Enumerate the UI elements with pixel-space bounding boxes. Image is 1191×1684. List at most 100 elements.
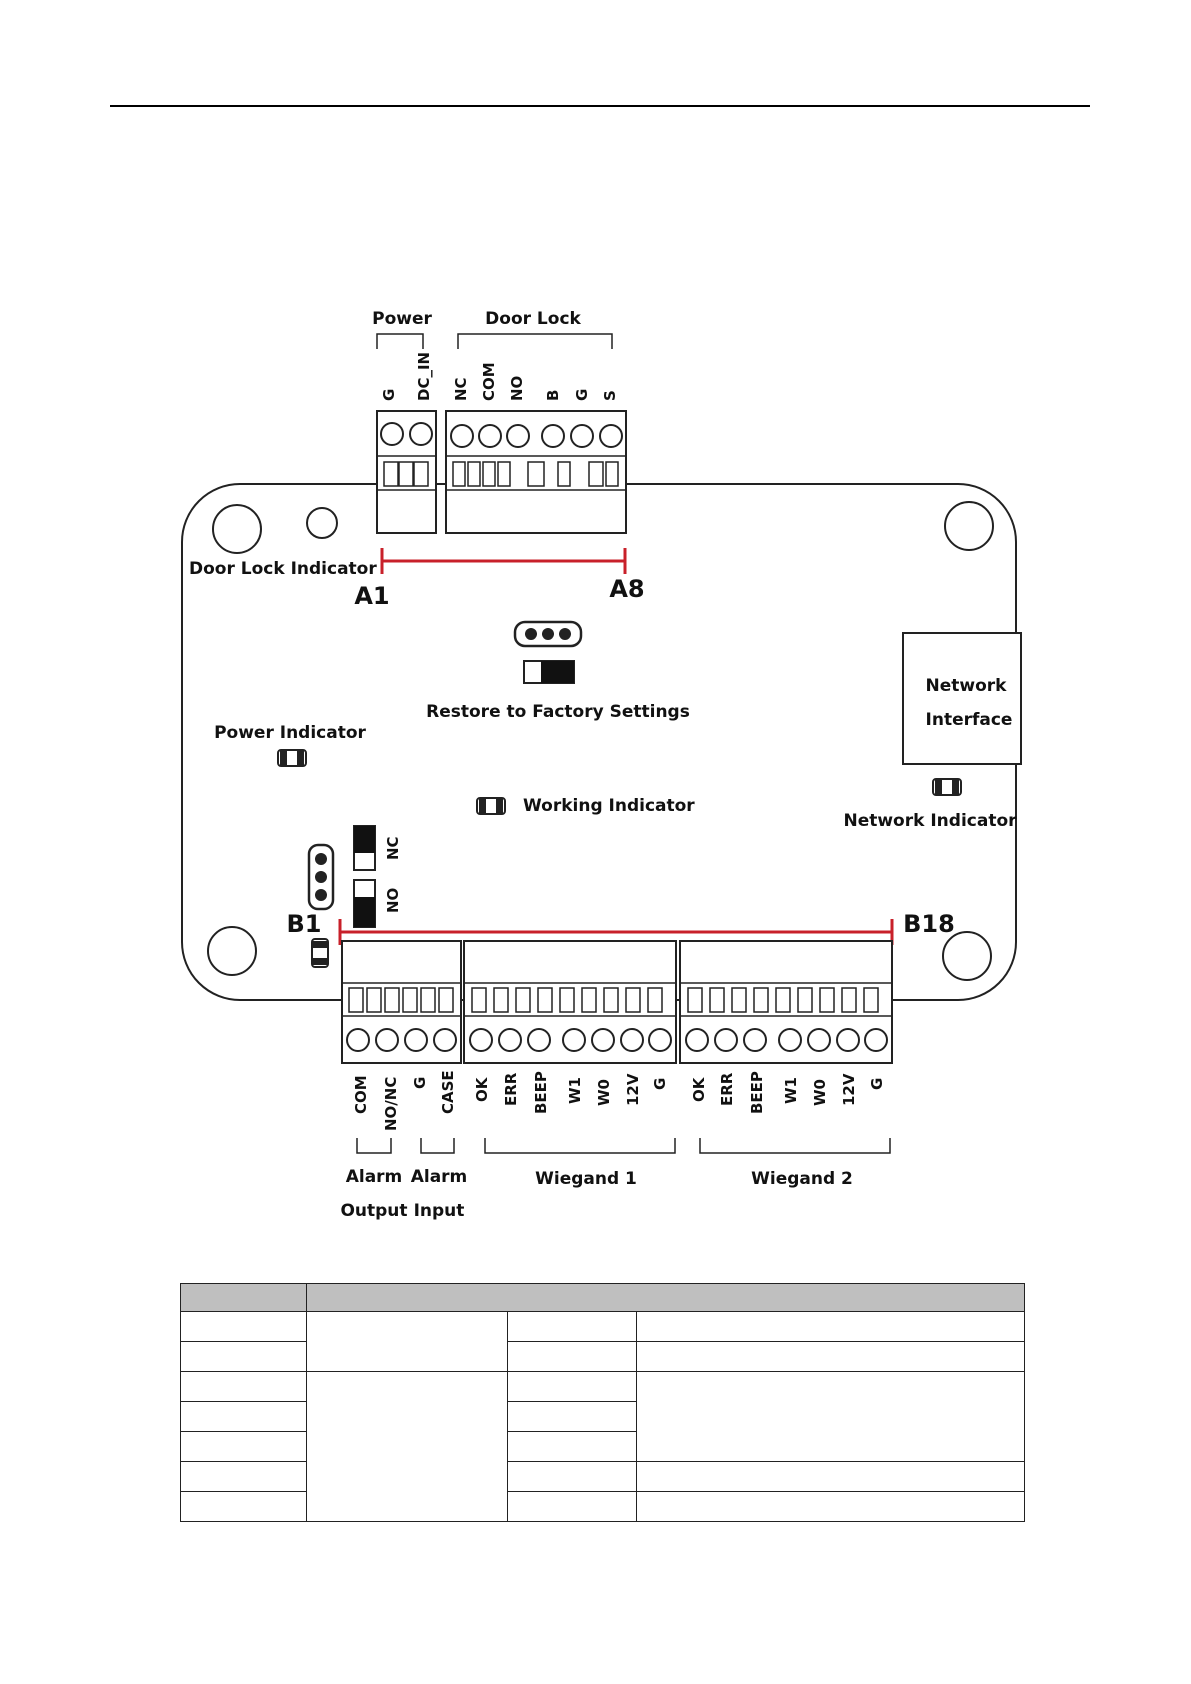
wiegand1-label: Wiegand 1	[535, 1169, 637, 1189]
table-cell	[507, 1311, 637, 1342]
terminal-label: BEEP	[532, 1071, 550, 1114]
restore-switch	[523, 660, 575, 684]
a-range-marker	[380, 548, 627, 574]
table-cell	[180, 1461, 307, 1492]
terminal-label: CASE	[439, 1070, 457, 1114]
terminal-label: OK	[690, 1076, 708, 1102]
table-cell	[507, 1371, 637, 1402]
marker-b18: B18	[903, 910, 955, 938]
table-cell	[635, 1491, 1026, 1522]
terminal-label: W0	[595, 1079, 613, 1106]
power-bracket	[376, 333, 424, 349]
working-indicator-label: Working Indicator	[523, 796, 695, 816]
mounting-hole	[944, 501, 994, 551]
table-cell	[507, 1341, 637, 1372]
table-row	[180, 1371, 1026, 1522]
table-header-cell	[180, 1283, 307, 1312]
terminal-label: G	[868, 1078, 886, 1090]
terminal-label: NC	[452, 377, 470, 401]
table-cell	[507, 1491, 637, 1522]
terminal-label: W1	[566, 1077, 584, 1104]
table-cell	[180, 1431, 307, 1462]
table-cell	[180, 1341, 307, 1372]
table-cell	[635, 1311, 1026, 1342]
terminal-label: DC_IN	[415, 352, 433, 401]
terminal-label: W0	[811, 1079, 829, 1106]
alarm-connector	[341, 940, 462, 1064]
alarm-input-bracket	[420, 1138, 455, 1154]
terminal-label: G	[411, 1077, 429, 1089]
alarm-output-bracket	[356, 1138, 392, 1154]
terminal-label: S	[601, 390, 619, 401]
wiring-diagram: Power Door Lock G DC_IN NC COM NO B G S	[181, 309, 1022, 1221]
table-row	[180, 1311, 1026, 1372]
door-lock-bracket	[457, 333, 613, 349]
group-label-power: Power	[372, 309, 432, 329]
switch-nc-label: NC	[384, 836, 402, 860]
table-cell	[507, 1401, 637, 1432]
terminal-spec-table	[180, 1283, 1026, 1522]
switch-no-label: NO	[384, 888, 402, 913]
table-row	[180, 1401, 1025, 1432]
network-interface-port	[902, 632, 1022, 765]
terminal-label: W1	[782, 1077, 800, 1104]
alarm-output-label-line1: Alarm	[346, 1167, 403, 1187]
door-lock-connector	[445, 410, 627, 534]
page-header-rule	[110, 105, 1090, 107]
restore-factory-label: Restore to Factory Settings	[426, 702, 690, 722]
terminal-label: NO/NC	[382, 1077, 400, 1131]
network-interface-label-line2: Interface	[926, 710, 1013, 730]
terminal-label: G	[380, 389, 398, 401]
wiegand2-label: Wiegand 2	[751, 1169, 853, 1189]
table-cell	[507, 1461, 637, 1492]
table-header-cell	[305, 1283, 1026, 1312]
table-cell	[507, 1431, 637, 1462]
marker-a8: A8	[609, 575, 644, 603]
terminal-label: BEEP	[748, 1071, 766, 1114]
terminal-label: OK	[473, 1076, 491, 1102]
terminal-label: 12V	[624, 1073, 642, 1106]
table-row	[180, 1491, 1026, 1522]
mounting-hole	[212, 504, 262, 554]
terminal-label: COM	[352, 1075, 370, 1114]
mounting-hole	[207, 926, 257, 976]
restore-jumper	[513, 620, 583, 648]
bottom-terminal-labels: COM NO/NC G CASE OK ERR BEEP W1 W0 12V G…	[352, 1070, 886, 1131]
door-lock-indicator-led	[306, 507, 338, 539]
mounting-hole	[942, 931, 992, 981]
marker-b1: B1	[287, 910, 322, 938]
table-cell	[180, 1371, 307, 1402]
table-cell	[635, 1371, 1026, 1462]
power-indicator-led	[277, 749, 307, 767]
working-indicator-led	[476, 797, 506, 815]
table-cell	[180, 1311, 307, 1342]
nc-switch	[353, 825, 376, 871]
terminal-label: G	[573, 389, 591, 401]
wiegand2-bracket	[699, 1138, 891, 1154]
power-connector	[376, 410, 437, 534]
table-cell	[306, 1311, 508, 1372]
alarm-input-label-line2: Input	[414, 1201, 465, 1221]
table-row	[180, 1461, 1026, 1492]
terminal-label: ERR	[502, 1072, 520, 1106]
table-cell	[635, 1341, 1026, 1372]
table-cell	[635, 1461, 1026, 1492]
network-indicator-label: Network Indicator	[843, 811, 1017, 831]
alarm-output-label-line2: Output	[340, 1201, 407, 1221]
table-row	[180, 1341, 1026, 1372]
terminal-label: B	[544, 390, 562, 401]
table-cell	[306, 1371, 508, 1522]
network-indicator-led	[932, 778, 962, 796]
table-cell	[180, 1491, 307, 1522]
alarm-input-label-line1: Alarm	[411, 1167, 468, 1187]
power-indicator-label: Power Indicator	[214, 723, 366, 743]
marker-a1: A1	[354, 582, 389, 610]
terminal-label: 12V	[840, 1073, 858, 1106]
table-cell	[180, 1401, 307, 1432]
door-lock-indicator-label: Door Lock Indicator	[189, 559, 377, 579]
wiegand1-connector	[463, 940, 677, 1064]
terminal-label: COM	[480, 362, 498, 401]
top-terminal-labels: G DC_IN NC COM NO B G S	[380, 352, 619, 401]
nc-no-jumper	[307, 843, 335, 911]
terminal-label: ERR	[718, 1072, 736, 1106]
